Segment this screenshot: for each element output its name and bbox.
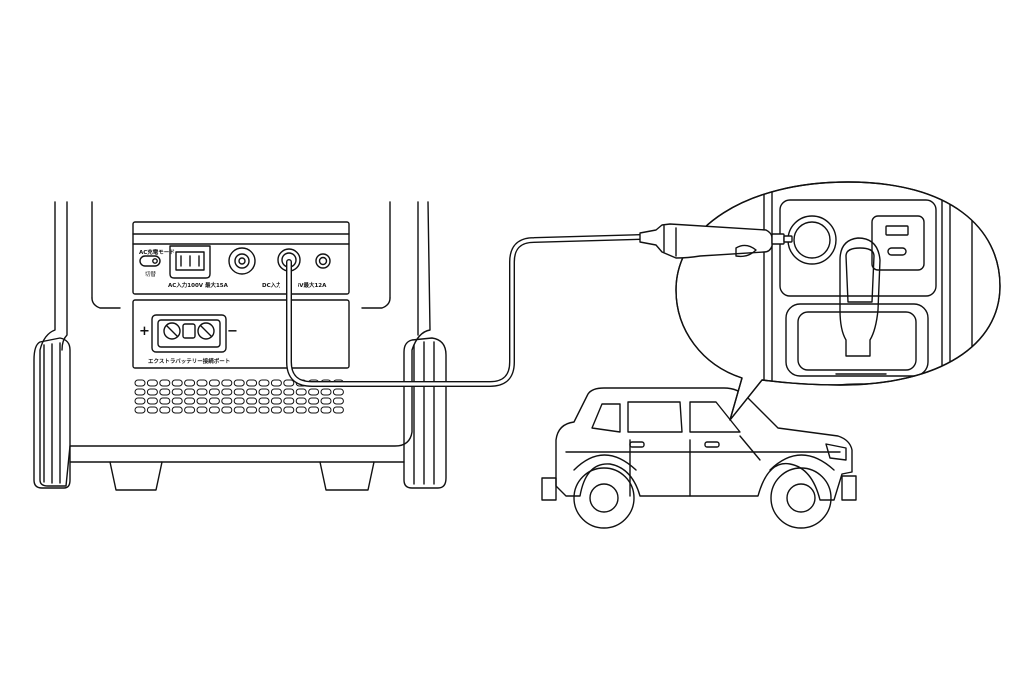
- ac-input-label: AC入力100V 最大15A: [168, 281, 229, 289]
- power-station-unit: [33, 201, 447, 491]
- car-socket-callout: [675, 181, 1001, 421]
- vent-slot: [221, 379, 233, 387]
- vent-slot: [295, 388, 307, 396]
- port-panel: [132, 221, 350, 295]
- vent-slot: [159, 379, 171, 387]
- vent-slot: [208, 388, 220, 396]
- small-port: [315, 253, 331, 269]
- right-wheel: [403, 337, 447, 489]
- vent-slot: [246, 406, 258, 414]
- vent-slot: [320, 388, 332, 396]
- vent-slot: [295, 406, 307, 414]
- vent-slot: [258, 388, 270, 396]
- vent-slot: [134, 388, 146, 396]
- vent-slot: [270, 397, 282, 405]
- vent-slot: [184, 397, 196, 405]
- vent-slot: [208, 379, 220, 387]
- vent-slot: [258, 406, 270, 414]
- vent-slot: [184, 406, 196, 414]
- vent-slot: [308, 397, 320, 405]
- minus-sign: −: [227, 324, 238, 339]
- vent-slot: [159, 406, 171, 414]
- vent-slot: [270, 406, 282, 414]
- right-foot: [319, 461, 375, 491]
- vent-slot: [258, 397, 270, 405]
- ac-input-socket: [169, 245, 211, 279]
- vent-slot: [196, 379, 208, 387]
- vent-slot: [146, 388, 158, 396]
- vent-slot: [134, 397, 146, 405]
- plus-sign: +: [139, 324, 150, 339]
- vent-slot: [171, 406, 183, 414]
- vent-slot: [221, 388, 233, 396]
- vent-slot: [134, 406, 146, 414]
- vent-slot: [308, 406, 320, 414]
- vent-slot: [233, 397, 245, 405]
- vent-slot: [171, 397, 183, 405]
- vent-slot: [283, 379, 295, 387]
- vent-slot: [184, 388, 196, 396]
- vent-slot: [283, 388, 295, 396]
- vent-slot: [246, 388, 258, 396]
- vent-slot: [159, 397, 171, 405]
- vent-slot: [233, 379, 245, 387]
- unit-body-outline: [39, 201, 431, 487]
- car-charger-cable: [286, 234, 643, 387]
- vent-slot: [246, 379, 258, 387]
- vent-slot: [146, 379, 158, 387]
- vent-slot: [184, 379, 196, 387]
- round-port: [228, 247, 256, 275]
- vent-slot: [196, 388, 208, 396]
- vent-slot: [134, 379, 146, 387]
- vent-slot: [332, 397, 344, 405]
- vent-slot: [146, 406, 158, 414]
- ac-mode-label: AC充電モード: [139, 248, 175, 256]
- vent-slot: [258, 379, 270, 387]
- vent-slot: [221, 406, 233, 414]
- vent-slot: [159, 388, 171, 396]
- vent-slot: [246, 397, 258, 405]
- vent-slot: [270, 388, 282, 396]
- vent-slot: [283, 397, 295, 405]
- vent-slot: [196, 406, 208, 414]
- vent-slot: [233, 388, 245, 396]
- vent-slot: [283, 406, 295, 414]
- cigarette-lighter-plug: [639, 223, 793, 259]
- usb-a-port: [885, 225, 909, 236]
- vent-slot: [320, 406, 332, 414]
- vent-slot: [221, 397, 233, 405]
- battery-port-panel: [132, 299, 350, 369]
- vent-slot: [270, 379, 282, 387]
- vent-slot: [332, 406, 344, 414]
- extra-battery-port: [151, 314, 227, 353]
- left-foot: [109, 461, 163, 491]
- ac-mode-switch[interactable]: [139, 255, 161, 267]
- vent-slot: [320, 397, 332, 405]
- vent-slot: [332, 388, 344, 396]
- vent-slot: [171, 388, 183, 396]
- car-icon: [541, 387, 857, 529]
- ac-switch-caption: 切替: [145, 270, 157, 278]
- usb-c-port: [887, 247, 907, 256]
- vent-slot: [171, 379, 183, 387]
- vent-slot: [208, 397, 220, 405]
- vent-slot: [146, 397, 158, 405]
- vent-grid: [134, 379, 344, 414]
- vent-slot: [295, 397, 307, 405]
- battery-port-label: エクストラバッテリー接続ポート: [148, 357, 230, 365]
- unit-body-inner-edge: [61, 201, 68, 351]
- vent-slot: [308, 388, 320, 396]
- vent-slot: [208, 406, 220, 414]
- vent-slot: [196, 397, 208, 405]
- vent-slot: [233, 406, 245, 414]
- left-wheel: [33, 337, 71, 489]
